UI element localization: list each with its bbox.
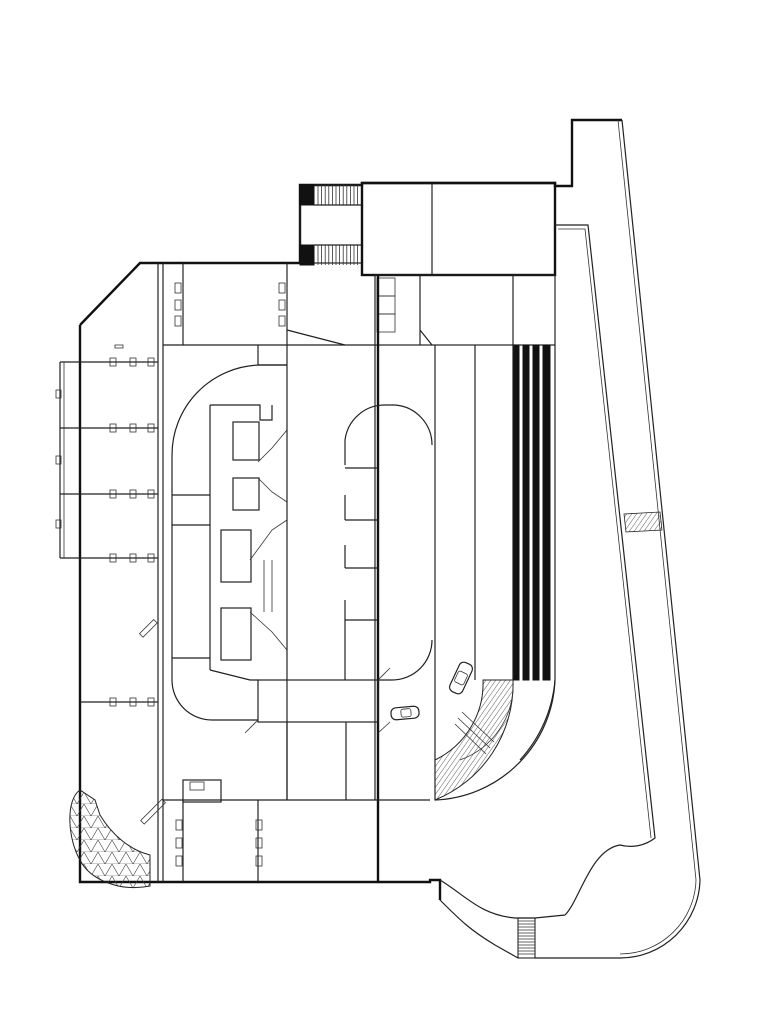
ramp <box>434 344 556 801</box>
stair-small <box>138 618 167 825</box>
bottom-rooms <box>175 779 263 882</box>
window-marks <box>55 344 155 707</box>
stair-treads-bottom <box>518 920 535 955</box>
car-icon <box>448 661 474 695</box>
building-outline <box>78 118 622 900</box>
top-rooms <box>163 263 375 366</box>
upper-block <box>360 181 557 882</box>
drive-loop <box>344 404 433 681</box>
car-icons <box>390 661 474 721</box>
perimeter-path <box>439 119 701 959</box>
car-icon <box>390 705 420 721</box>
balcony-column <box>55 344 167 825</box>
stair-treads <box>317 185 359 265</box>
planter-area <box>69 789 151 889</box>
courtyard <box>163 345 430 801</box>
entrance-stairs <box>299 184 363 266</box>
